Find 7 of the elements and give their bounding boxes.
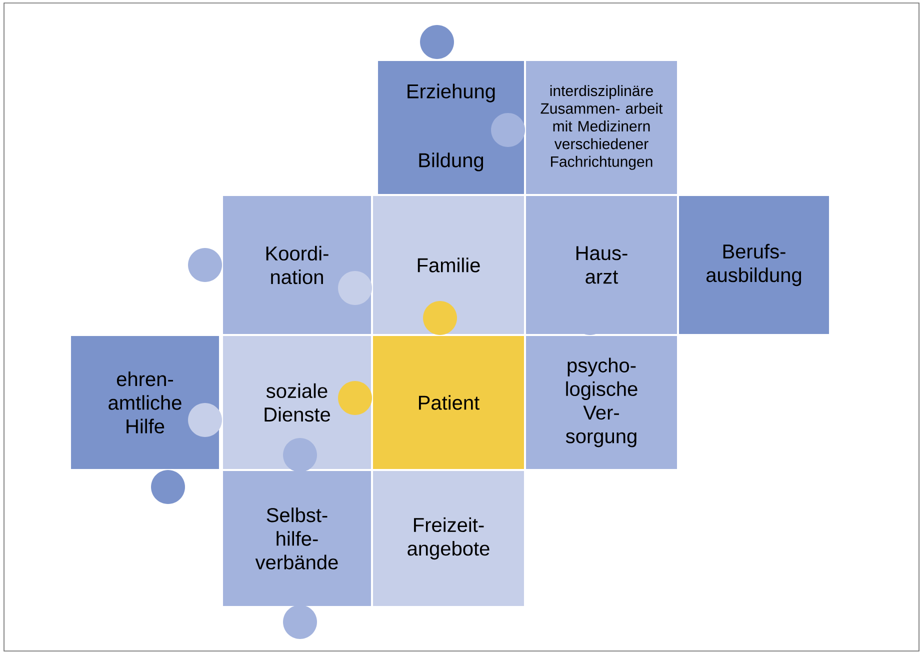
puzzle-piece: Selbst- hilfe- verbände bbox=[221, 438, 373, 639]
puzzle-piece: Berufs- ausbildung bbox=[677, 194, 831, 336]
puzzle-piece: psycho- logische Ver- sorgung bbox=[524, 301, 679, 471]
puzzle-piece: Freizeit- angebote bbox=[371, 469, 526, 608]
puzzle-piece: soziale Dienste bbox=[188, 334, 373, 471]
puzzle-piece: ehren- amtliche Hilfe bbox=[69, 334, 221, 504]
puzzle-piece: Haus- arzt bbox=[524, 194, 679, 336]
